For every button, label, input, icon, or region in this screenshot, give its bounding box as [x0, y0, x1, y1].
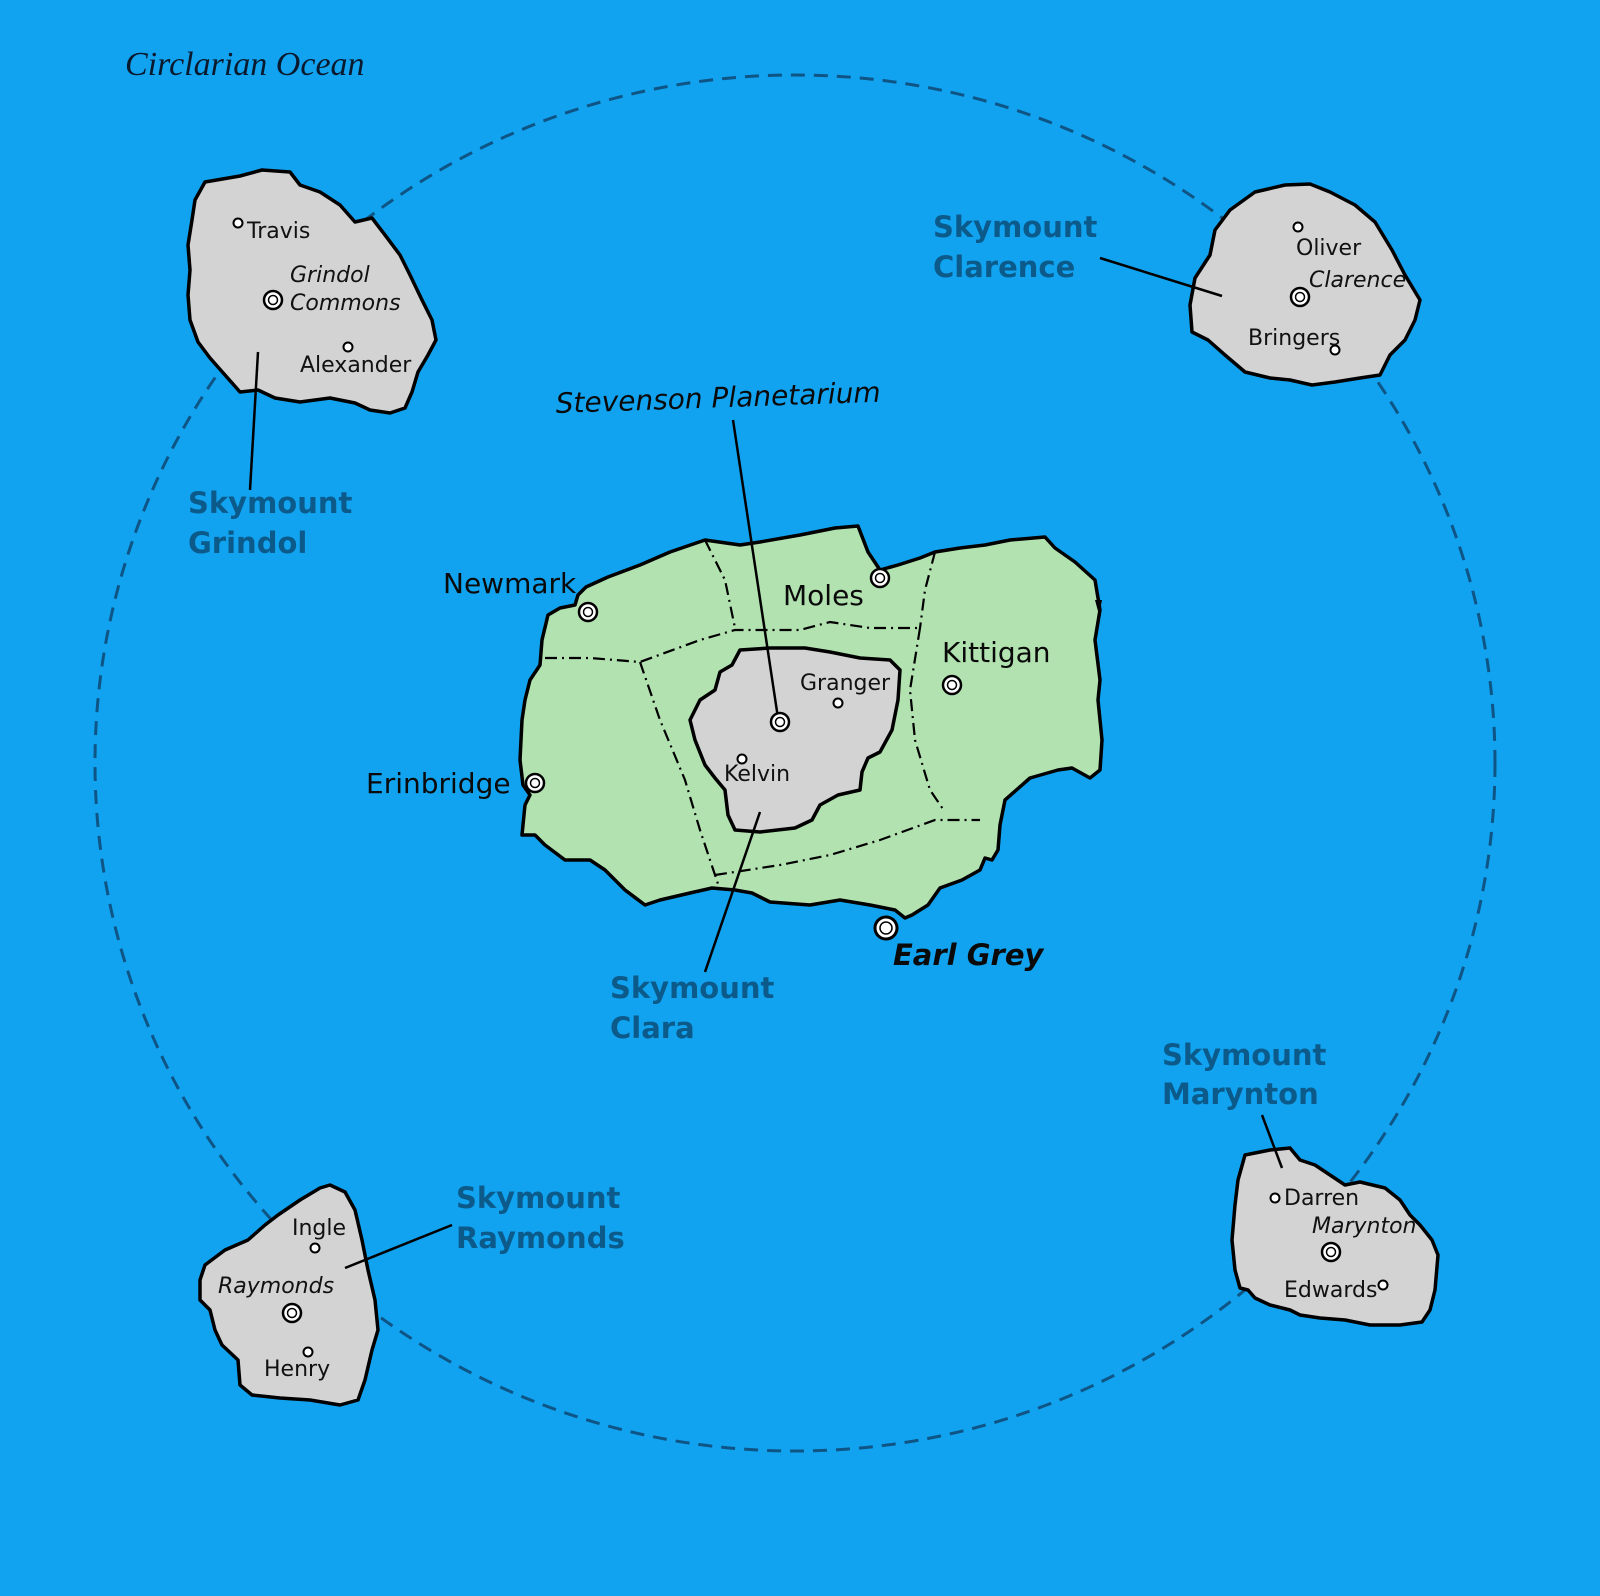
port-label: Newmark [443, 567, 577, 600]
island-label-clarence-line2: Clarence [933, 250, 1075, 284]
port-label: Erinbridge [366, 767, 511, 800]
town-marker-icon [1292, 221, 1304, 233]
clara-leader-line [703, 811, 762, 973]
town-bringers[interactable]: Bringers [1248, 326, 1341, 356]
region-label: Moles [783, 579, 864, 612]
island-marynton[interactable]: Darren Marynton Edwards [1230, 1114, 1440, 1327]
town-ingle[interactable]: Ingle [292, 1216, 346, 1254]
town-marker-icon [736, 753, 748, 765]
island-raymonds[interactable]: Ingle Raymonds Henry [198, 1183, 453, 1407]
town-label: Henry [264, 1357, 330, 1382]
town-travis[interactable]: Travis [232, 217, 311, 245]
island-label-raymonds-line1: Skymount [456, 1181, 621, 1215]
town-label: Bringers [1248, 326, 1340, 351]
capital-marynton[interactable]: Marynton [1312, 1214, 1417, 1263]
town-marker-icon [302, 1346, 314, 1358]
coast-arrow-icon [1095, 600, 1102, 615]
town-label: Edwards [1284, 1278, 1377, 1303]
town-kittigan[interactable]: Kittigan [941, 636, 1051, 696]
island-clarence[interactable]: Oliver Clarence Bringers [1099, 182, 1422, 387]
town-label: Darren [1284, 1186, 1359, 1211]
capital-label: Marynton [1312, 1214, 1417, 1239]
town-marker-icon [342, 341, 354, 353]
island-label-clara-line2: Clara [610, 1011, 695, 1045]
capital-label-line2: Commons [290, 291, 401, 316]
orbit-ring [93, 73, 1497, 1453]
island-label-grindol-line2: Grindol [188, 526, 307, 560]
island-clara[interactable]: Granger Kelvin Moles Kittigan Newmark Er… [366, 419, 1104, 973]
town-marker-icon [832, 697, 844, 709]
town-edwards[interactable]: Edwards [1284, 1278, 1389, 1303]
island-grindol[interactable]: Travis Grindol Commons Alexander [186, 168, 438, 491]
town-darren[interactable]: Darren [1269, 1186, 1360, 1211]
capital-raymonds[interactable]: Raymonds [218, 1274, 334, 1324]
town-henry[interactable]: Henry [264, 1346, 330, 1383]
island-label-clara-line1: Skymount [610, 971, 775, 1005]
capital-label: Raymonds [218, 1274, 334, 1299]
town-marker-icon [309, 1242, 321, 1254]
ocean-title: Circlarian Ocean [125, 46, 365, 83]
town-granger[interactable]: Granger [800, 671, 891, 709]
clarence-leader-line [1099, 256, 1223, 298]
capital-clarence[interactable]: Clarence [1289, 268, 1406, 308]
port-newmark[interactable]: Newmark [443, 567, 599, 623]
island-label-clarence-line1: Skymount [933, 210, 1098, 244]
grindol-leader-line [248, 351, 260, 491]
town-kelvin[interactable]: Kelvin [724, 753, 790, 788]
town-oliver[interactable]: Oliver [1292, 221, 1363, 262]
town-label: Travis [246, 219, 310, 244]
town-label: Granger [800, 671, 891, 696]
town-label: Oliver [1296, 236, 1362, 261]
capital-earl-grey[interactable]: Earl Grey [873, 915, 1044, 972]
island-label-marynton-line1: Skymount [1162, 1038, 1327, 1072]
town-label: Ingle [292, 1216, 346, 1241]
town-marker-icon [1377, 1279, 1389, 1291]
capital-label-line1: Grindol [290, 263, 370, 288]
capital-grindol-commons[interactable]: Grindol Commons [262, 263, 401, 316]
landmark-stevenson-planetarium[interactable] [769, 711, 791, 733]
town-marker-icon [1329, 344, 1341, 356]
capital-label: Earl Grey [893, 938, 1044, 972]
town-label: Alexander [300, 353, 412, 378]
marynton-leader-line [1260, 1114, 1284, 1169]
town-marker-icon [232, 217, 244, 229]
town-marker-icon [1269, 1192, 1281, 1204]
planetarium-leader-line [731, 419, 780, 719]
capital-label: Clarence [1309, 268, 1406, 293]
island-label-raymonds-line2: Raymonds [456, 1221, 625, 1255]
island-label-marynton-line2: Marynton [1162, 1077, 1319, 1111]
island-label-grindol-line1: Skymount [188, 486, 353, 520]
region-label: Kittigan [942, 636, 1051, 669]
port-erinbridge[interactable]: Erinbridge [366, 767, 546, 800]
town-alexander[interactable]: Alexander [300, 341, 412, 379]
raymonds-leader-line [344, 1223, 453, 1270]
town-label: Kelvin [724, 762, 790, 787]
town-moles[interactable]: Moles [783, 567, 891, 612]
